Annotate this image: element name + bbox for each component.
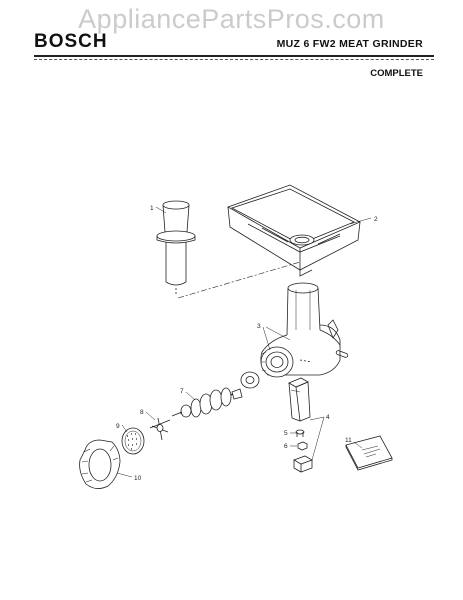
callout-2: 2 — [374, 216, 378, 223]
callout-3: 3 — [257, 323, 261, 330]
callout-9: 9 — [116, 423, 120, 430]
part-tray — [227, 184, 361, 277]
model-title: MUZ 6 FW2 MEAT GRINDER — [276, 38, 423, 50]
watermark: AppliancePartsPros.com — [78, 4, 385, 34]
callout-4: 4 — [326, 414, 330, 421]
part-auger — [171, 387, 243, 418]
part-pusher — [156, 200, 196, 296]
part-nut-6 — [297, 441, 308, 451]
leader-lines — [116, 206, 372, 478]
callout-5: 5 — [284, 430, 288, 437]
callout-11: 11 — [345, 437, 352, 444]
part-ring — [240, 371, 260, 389]
callout-labels: 1 2 3 4 5 6 7 8 9 10 11 — [116, 205, 378, 482]
part-knife — [149, 417, 171, 441]
part-disc — [121, 427, 145, 455]
callout-7: 7 — [180, 388, 184, 395]
callout-10: 10 — [134, 475, 142, 482]
subtitle: COMPLETE — [370, 68, 423, 79]
callout-1: 1 — [150, 205, 154, 212]
part-bolt-5 — [295, 429, 305, 437]
part-manual — [345, 435, 393, 471]
brand-logo: BOSCH — [34, 31, 108, 52]
part-block-4b — [293, 455, 313, 473]
header-rule — [34, 55, 434, 57]
part-wrench — [288, 377, 311, 422]
callout-6: 6 — [284, 443, 288, 450]
part-housing — [260, 282, 349, 378]
part-ring-nut — [79, 439, 121, 489]
header-rule-dashed — [34, 59, 434, 60]
callout-8: 8 — [140, 409, 144, 416]
